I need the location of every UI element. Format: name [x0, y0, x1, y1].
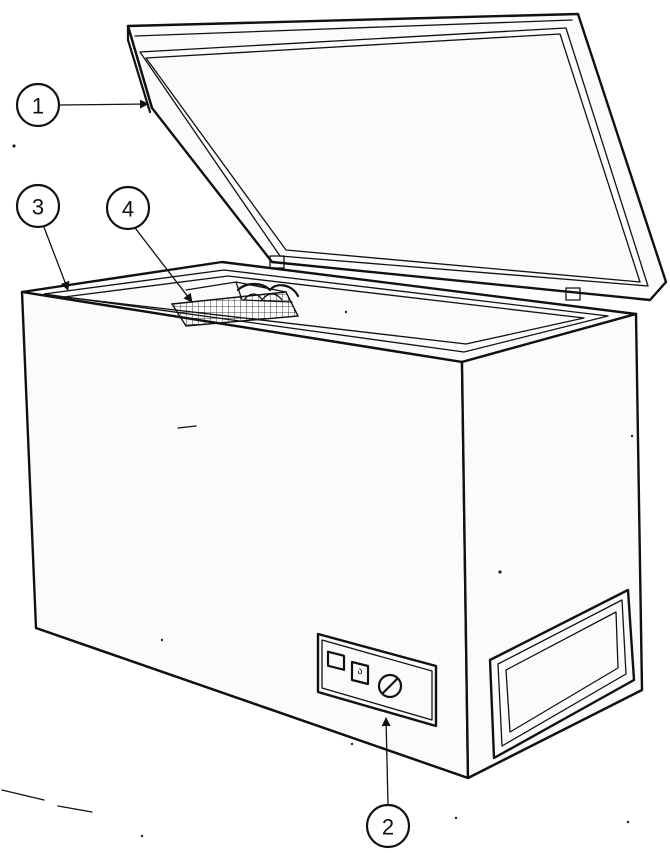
hinge-right: [565, 287, 581, 301]
callout-4: 4: [105, 185, 151, 231]
scan-artifacts: [1, 144, 634, 838]
callout-4-label: 4: [122, 197, 134, 222]
vent-grille: [488, 588, 636, 760]
callout-leaders: [41, 99, 391, 805]
control-panel[interactable]: ა: [316, 632, 438, 728]
leader-2: [381, 717, 391, 805]
callout-3-label: 3: [32, 195, 44, 220]
indicator-light: [326, 650, 346, 671]
callout-2-label: 2: [382, 815, 394, 840]
svg-text:ა: ა: [357, 666, 362, 677]
callout-1: 1: [15, 82, 61, 128]
power-switch[interactable]: [350, 660, 370, 686]
leader-1: [59, 99, 149, 109]
storage-basket[interactable]: [170, 281, 300, 327]
leader-4: [131, 223, 193, 303]
callout-3: 3: [15, 183, 61, 229]
thermostat-knob[interactable]: [377, 673, 403, 699]
leader-3: [41, 221, 70, 291]
freezer-lid[interactable]: [126, 12, 668, 302]
callout-1-label: 1: [32, 94, 44, 119]
callout-2: 2: [365, 803, 411, 849]
